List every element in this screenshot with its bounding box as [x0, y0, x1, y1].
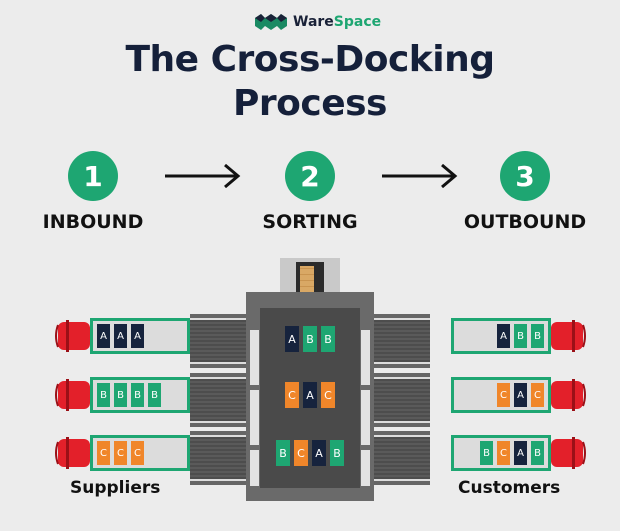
parcel: B — [531, 441, 544, 465]
truck-cab-icon — [55, 437, 90, 469]
forklift-dock — [280, 258, 340, 296]
parcel: B — [531, 324, 544, 348]
page-title: The Cross-Docking Process — [0, 38, 620, 126]
parcel: C — [497, 441, 510, 465]
parcel: A — [303, 382, 317, 408]
conveyor-belt — [190, 377, 246, 423]
parcel: C — [285, 382, 299, 408]
parcel: C — [97, 441, 110, 465]
arrow-right-icon — [382, 164, 458, 188]
parcel: B — [480, 441, 493, 465]
truck-cab-icon — [551, 379, 586, 411]
parcel: A — [114, 324, 127, 348]
parcel: A — [312, 440, 326, 466]
sorting-hub: A B B C A C B C A B — [246, 292, 374, 501]
parcel: C — [321, 382, 335, 408]
arrow-right-icon — [165, 164, 241, 188]
conveyor-belt — [374, 435, 430, 481]
parcel: B — [276, 440, 290, 466]
truck-cab-icon — [55, 320, 90, 352]
brand-logo: WareSpace — [255, 14, 381, 30]
parcel: A — [97, 324, 110, 348]
parcel: A — [514, 441, 527, 465]
parcel: B — [303, 326, 317, 352]
parcel: A — [285, 326, 299, 352]
suppliers-label: Suppliers — [70, 478, 161, 498]
parcel: B — [514, 324, 527, 348]
parcel: B — [330, 440, 344, 466]
parcel: C — [531, 383, 544, 407]
customers-label: Customers — [458, 478, 561, 498]
step-2-badge: 2 — [285, 151, 335, 201]
parcel: B — [97, 383, 110, 407]
truck-cab-icon — [551, 320, 586, 352]
conveyor-belt — [190, 318, 246, 364]
title-line-1: The Cross-Docking — [125, 39, 495, 80]
step-3-badge: 3 — [500, 151, 550, 201]
brand-name: WareSpace — [293, 14, 382, 30]
title-line-2: Process — [233, 83, 387, 124]
truck-cab-icon — [55, 379, 90, 411]
conveyor-belt — [374, 318, 430, 364]
conveyor-belt — [374, 377, 430, 423]
parcel: C — [497, 383, 510, 407]
step-1-label: INBOUND — [42, 211, 144, 233]
parcel: A — [497, 324, 510, 348]
parcel: B — [114, 383, 127, 407]
parcel: B — [321, 326, 335, 352]
parcel: C — [131, 441, 144, 465]
step-1-badge: 1 — [68, 151, 118, 201]
parcel: A — [514, 383, 527, 407]
parcel: C — [294, 440, 308, 466]
parcel: A — [131, 324, 144, 348]
hub-row-2: C A C — [285, 382, 335, 408]
parcel: B — [148, 383, 161, 407]
step-2-label: SORTING — [262, 211, 358, 233]
parcel: B — [131, 383, 144, 407]
step-3-label: OUTBOUND — [463, 211, 587, 233]
hub-row-1: A B B — [285, 326, 335, 352]
parcel: C — [114, 441, 127, 465]
warespace-logo-icon — [255, 14, 287, 30]
hub-row-3: B C A B — [276, 440, 344, 466]
conveyor-belt — [190, 435, 246, 481]
stacked-parcels-icon — [300, 266, 314, 292]
truck-cab-icon — [551, 437, 586, 469]
